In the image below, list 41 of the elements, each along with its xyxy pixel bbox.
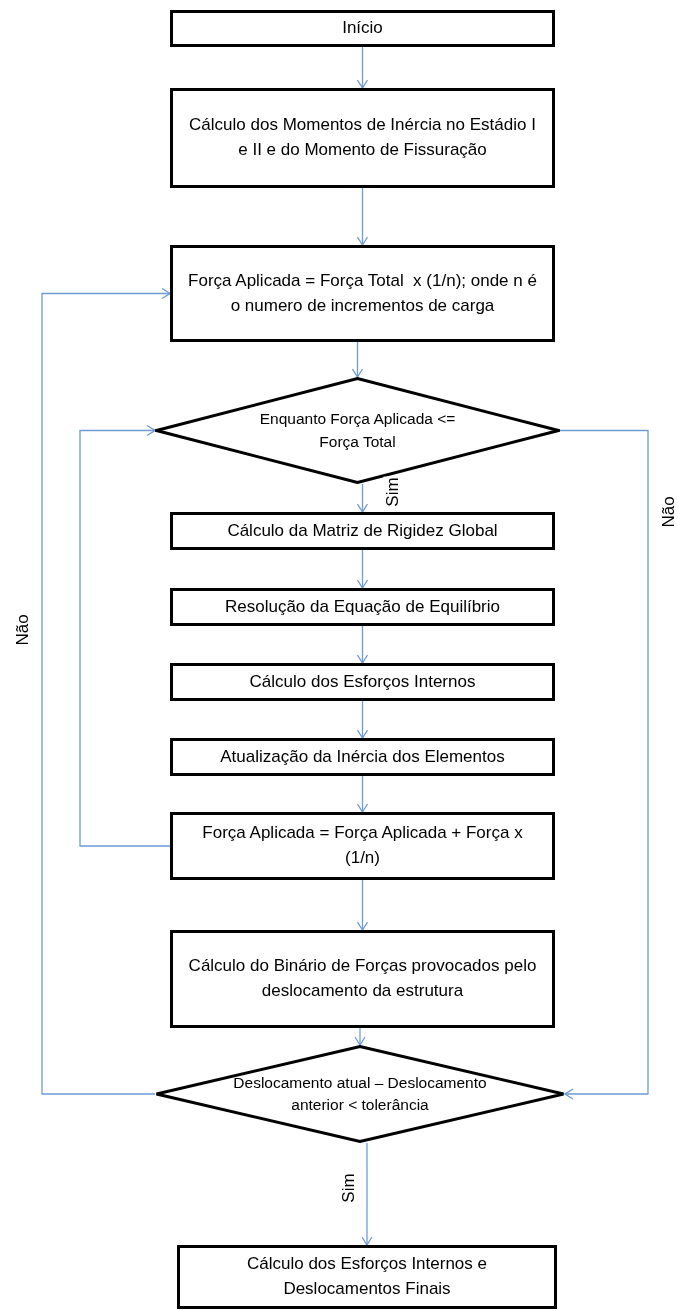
process-box bbox=[170, 512, 555, 550]
step-text: Cálculo dos Esforços Internos e Deslocamentos Finais bbox=[246, 1253, 488, 1300]
process-box bbox=[170, 245, 555, 342]
arrow bbox=[79, 424, 171, 847]
arrow bbox=[356, 549, 369, 589]
step-text: Força Aplicada = Força Aplicada + Força x (1/n) bbox=[201, 822, 524, 869]
edge-label: Não bbox=[13, 613, 31, 647]
step-text: Cálculo dos Momentos de Inércia no Estádio I e II e do Momento de Fissuração bbox=[188, 114, 537, 161]
arrow bbox=[356, 483, 369, 513]
process-box bbox=[177, 1245, 557, 1309]
arrow bbox=[41, 287, 171, 1095]
step-text: Cálculo do Binário de Forças provocados pelo deslocamento da estrutura bbox=[187, 955, 538, 1002]
arrow bbox=[356, 700, 369, 739]
step-text: Resolução da Equação de Equilíbrio bbox=[225, 595, 500, 618]
arrow bbox=[356, 879, 369, 931]
arrow bbox=[356, 187, 369, 246]
step-text: Cálculo da Matriz de Rigidez Global bbox=[227, 519, 498, 542]
step-text: Deslocamento atual – Deslocamento anterior < tolerância bbox=[232, 1072, 488, 1115]
edge-label: Não bbox=[659, 495, 677, 529]
arrow bbox=[351, 341, 364, 378]
arrow bbox=[361, 1142, 373, 1246]
decision-diamond bbox=[155, 1045, 565, 1143]
process-box bbox=[170, 88, 555, 188]
arrow bbox=[354, 1027, 366, 1046]
process-box bbox=[170, 588, 555, 626]
process-box bbox=[170, 812, 555, 880]
step-text: Cálculo dos Esforços Internos bbox=[249, 670, 476, 693]
process-box bbox=[170, 738, 555, 776]
step-text: Atualização da Inércia dos Elementos bbox=[220, 745, 505, 768]
step-text: Enquanto Força Aplicada <= Força Total bbox=[258, 409, 457, 452]
process-box bbox=[170, 663, 555, 701]
edge-label: Sim bbox=[383, 476, 401, 508]
arrow bbox=[559, 429, 649, 1100]
step-text: Força Aplicada = Força Total x (1/n); onde n é o numero de incrementos de carga bbox=[187, 269, 538, 317]
arrow bbox=[356, 775, 369, 813]
arrow bbox=[356, 625, 369, 664]
step-text: Início bbox=[342, 17, 383, 40]
edge-label: Sim bbox=[339, 1172, 357, 1204]
arrow bbox=[356, 46, 369, 89]
process-box bbox=[170, 10, 555, 47]
process-box bbox=[170, 930, 555, 1028]
